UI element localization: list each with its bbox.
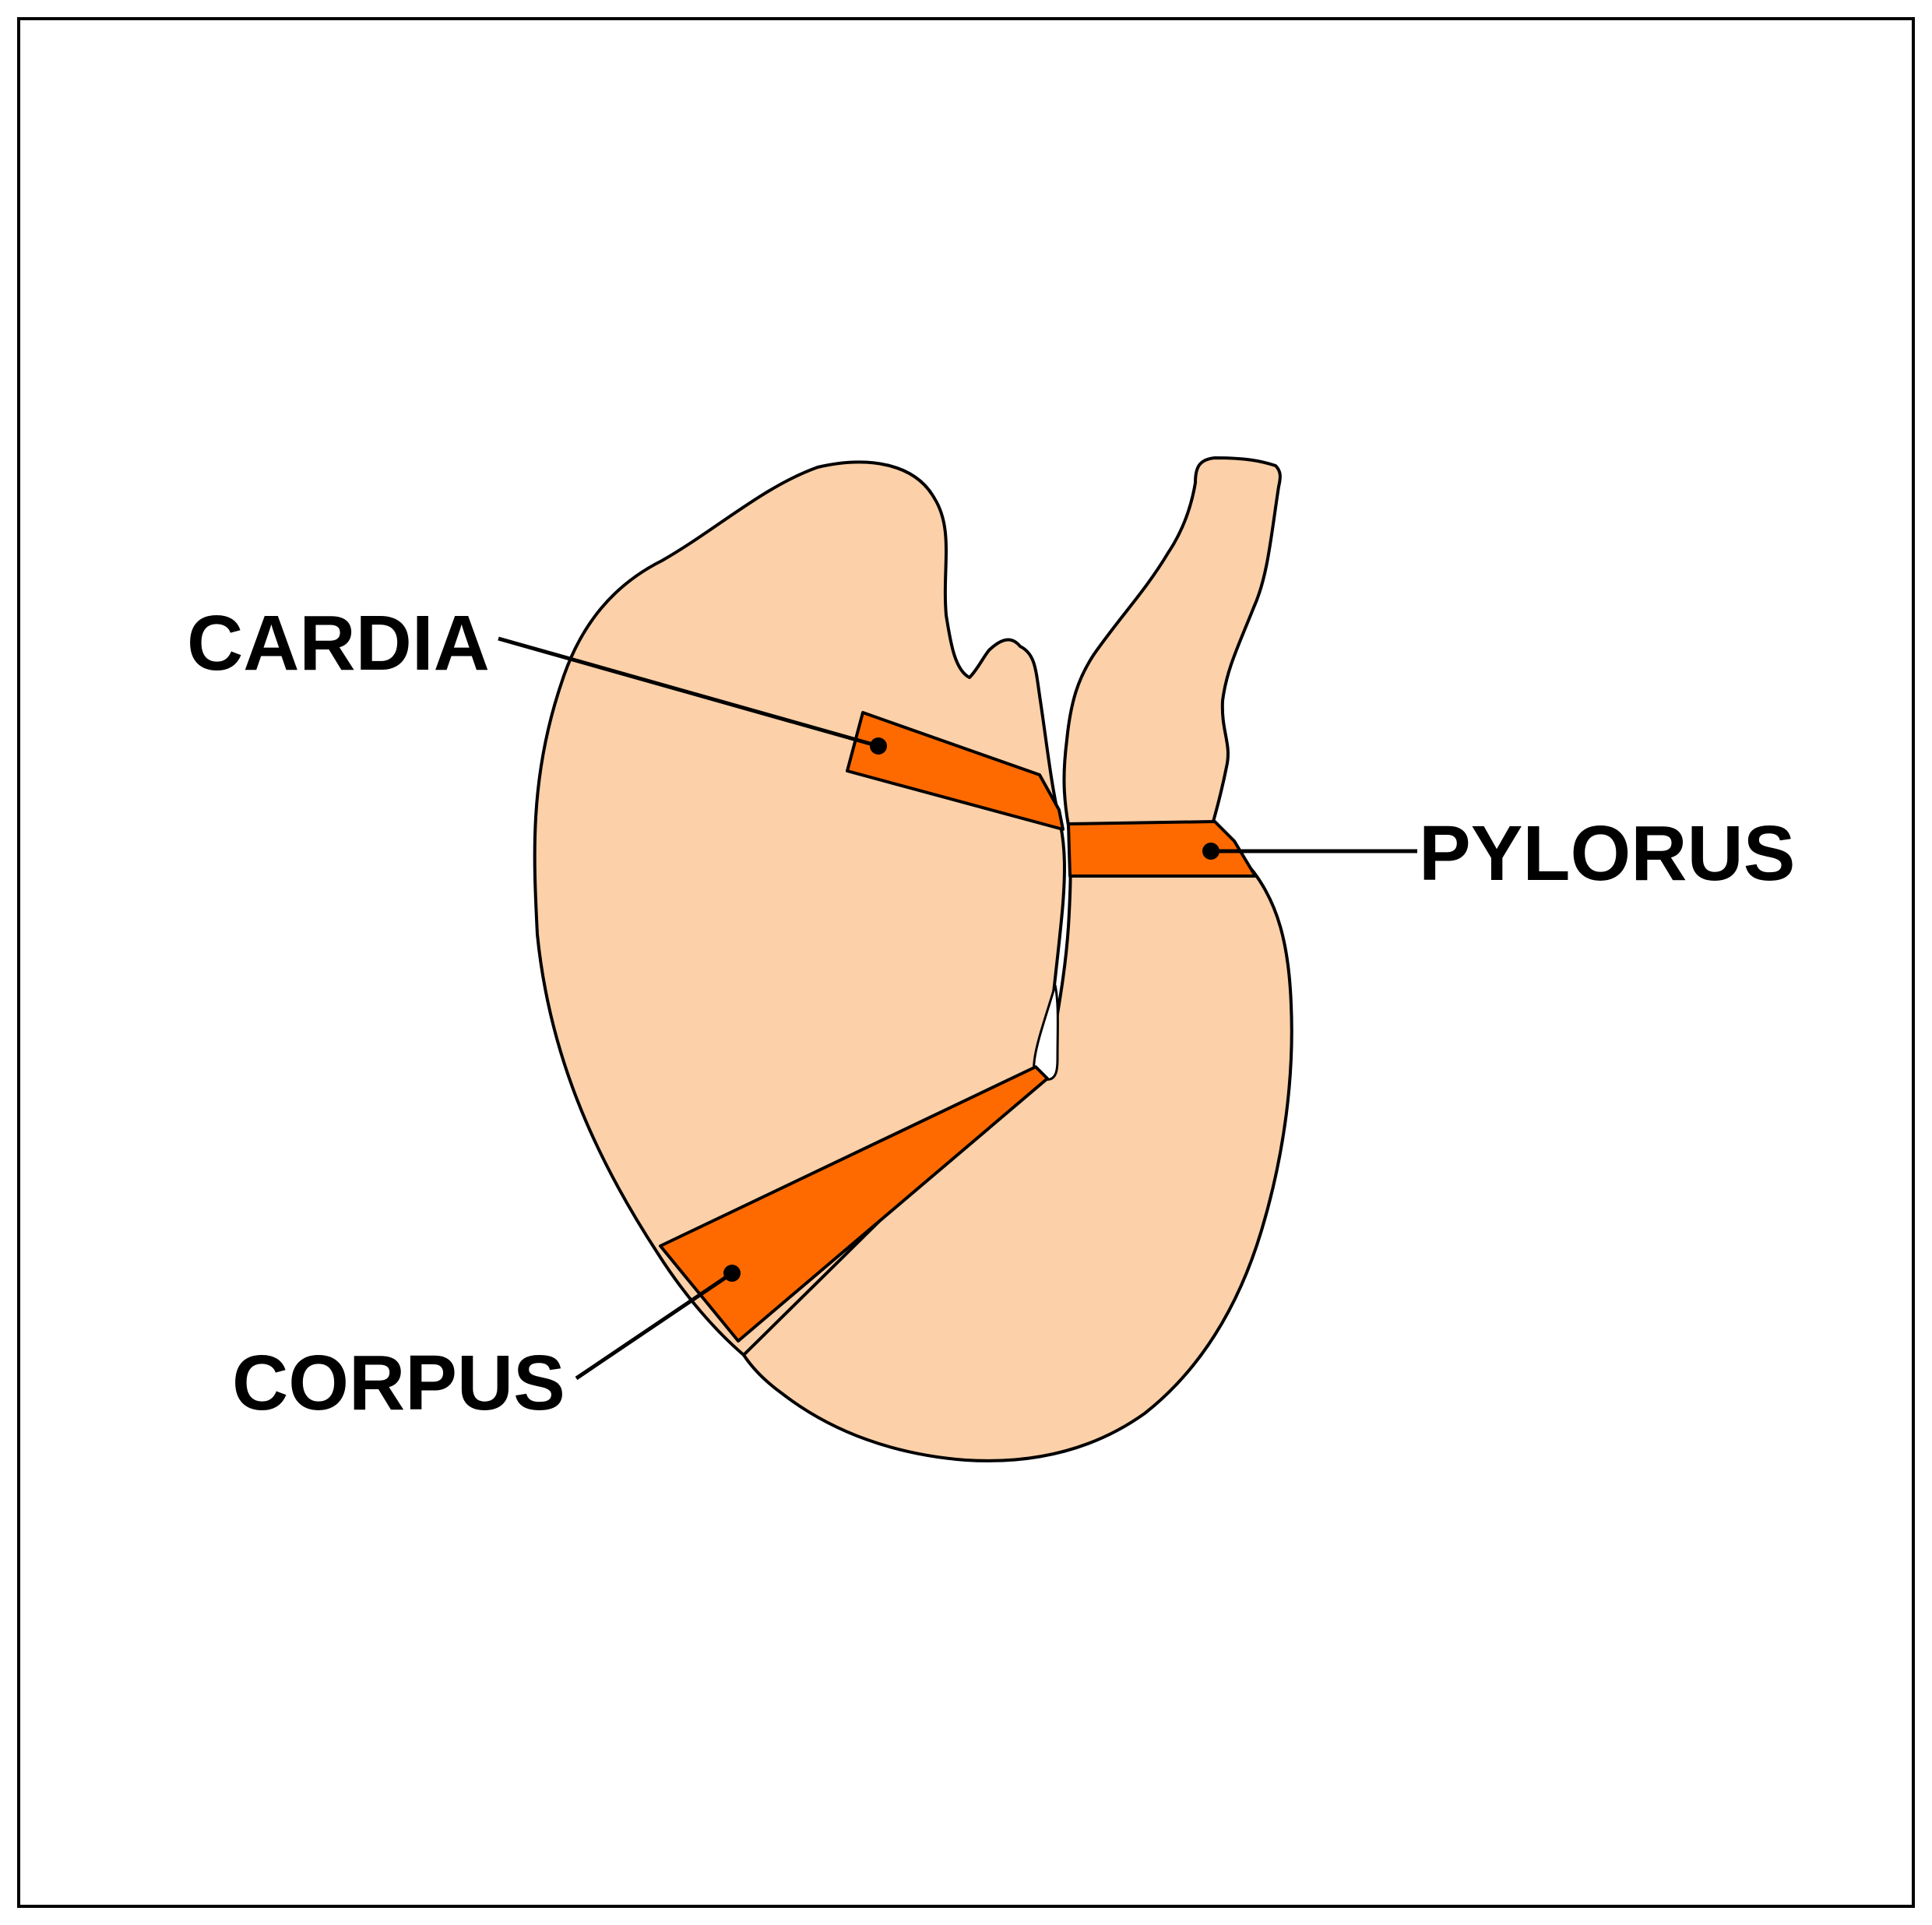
cardia-dot bbox=[870, 737, 887, 755]
stomach-right-part bbox=[742, 456, 1293, 1462]
corpus-leader-line bbox=[575, 1271, 734, 1381]
corpus-region bbox=[659, 1065, 1049, 1343]
cardia-label: CARDIA bbox=[187, 600, 490, 687]
cardia-region bbox=[846, 711, 1065, 831]
cardia-leader-line bbox=[498, 636, 879, 748]
incisura-gap bbox=[1033, 984, 1059, 1081]
pylorus-label: PYLORUS bbox=[1419, 810, 1795, 897]
pylorus-region bbox=[1067, 820, 1257, 878]
pylorus-dot bbox=[1202, 843, 1219, 860]
corpus-label: CORPUS bbox=[232, 1339, 565, 1427]
corpus-dot bbox=[723, 1265, 741, 1282]
